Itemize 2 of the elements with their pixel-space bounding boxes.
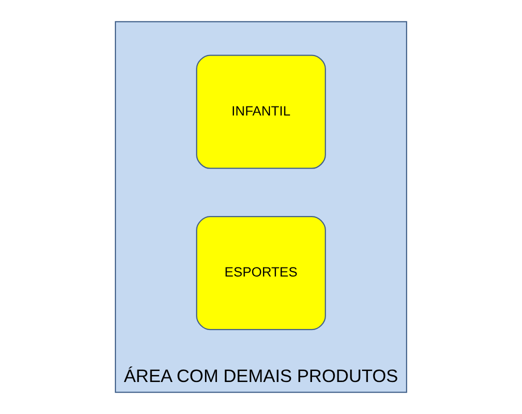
node-box: ESPORTES	[196, 216, 326, 330]
node-box: INFANTIL	[196, 54, 326, 169]
